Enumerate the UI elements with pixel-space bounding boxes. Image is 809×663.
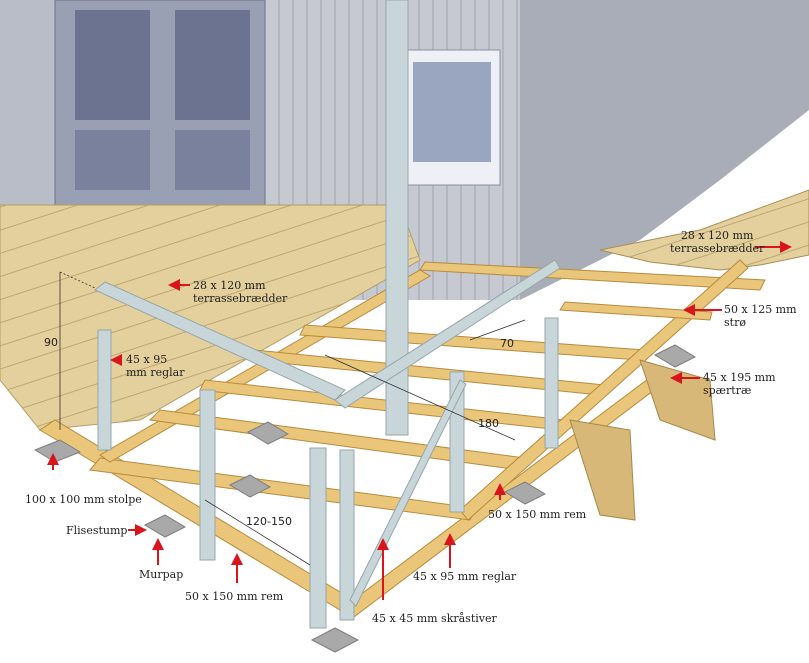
label-line: strø xyxy=(724,316,746,329)
label-tile-stub: Flisestump xyxy=(66,524,128,537)
label-studs-front: 45 x 95 mm reglar xyxy=(413,570,517,583)
label-roofing-felt: Murpap xyxy=(139,568,184,581)
label-line: 50 x 125 mm xyxy=(724,303,797,316)
label-post: 100 x 100 mm stolpe xyxy=(25,493,142,506)
concrete-footings xyxy=(33,344,697,653)
dim-post-spacing: 120-150 xyxy=(246,515,292,528)
dim-span-long: 180 xyxy=(478,417,499,430)
dim-span-short: 70 xyxy=(500,337,514,350)
house-wall-right xyxy=(520,0,809,300)
label-line: terrassebrædder xyxy=(193,292,288,305)
dimension-lines xyxy=(59,271,526,566)
label-line: terrassebrædder xyxy=(670,242,765,255)
deck-boards-right xyxy=(599,189,809,271)
label-braces: 45 x 45 mm skråstiver xyxy=(372,612,497,625)
label-line: 45 x 195 mm xyxy=(703,371,776,384)
label-line: spærtræ xyxy=(703,384,752,397)
callout-arrows xyxy=(47,241,792,600)
stair-stringer xyxy=(569,419,636,521)
label-beam-front: 50 x 150 mm rem xyxy=(185,590,284,603)
label-line: 45 x 95 xyxy=(126,353,168,366)
label-line: 28 x 120 mm xyxy=(680,229,754,242)
label-beam-side: 50 x 150 mm rem xyxy=(488,508,587,521)
label-line: mm reglar xyxy=(126,366,185,379)
label-line: 28 x 120 mm xyxy=(193,279,266,292)
dim-railing-height: 90 xyxy=(44,336,58,349)
